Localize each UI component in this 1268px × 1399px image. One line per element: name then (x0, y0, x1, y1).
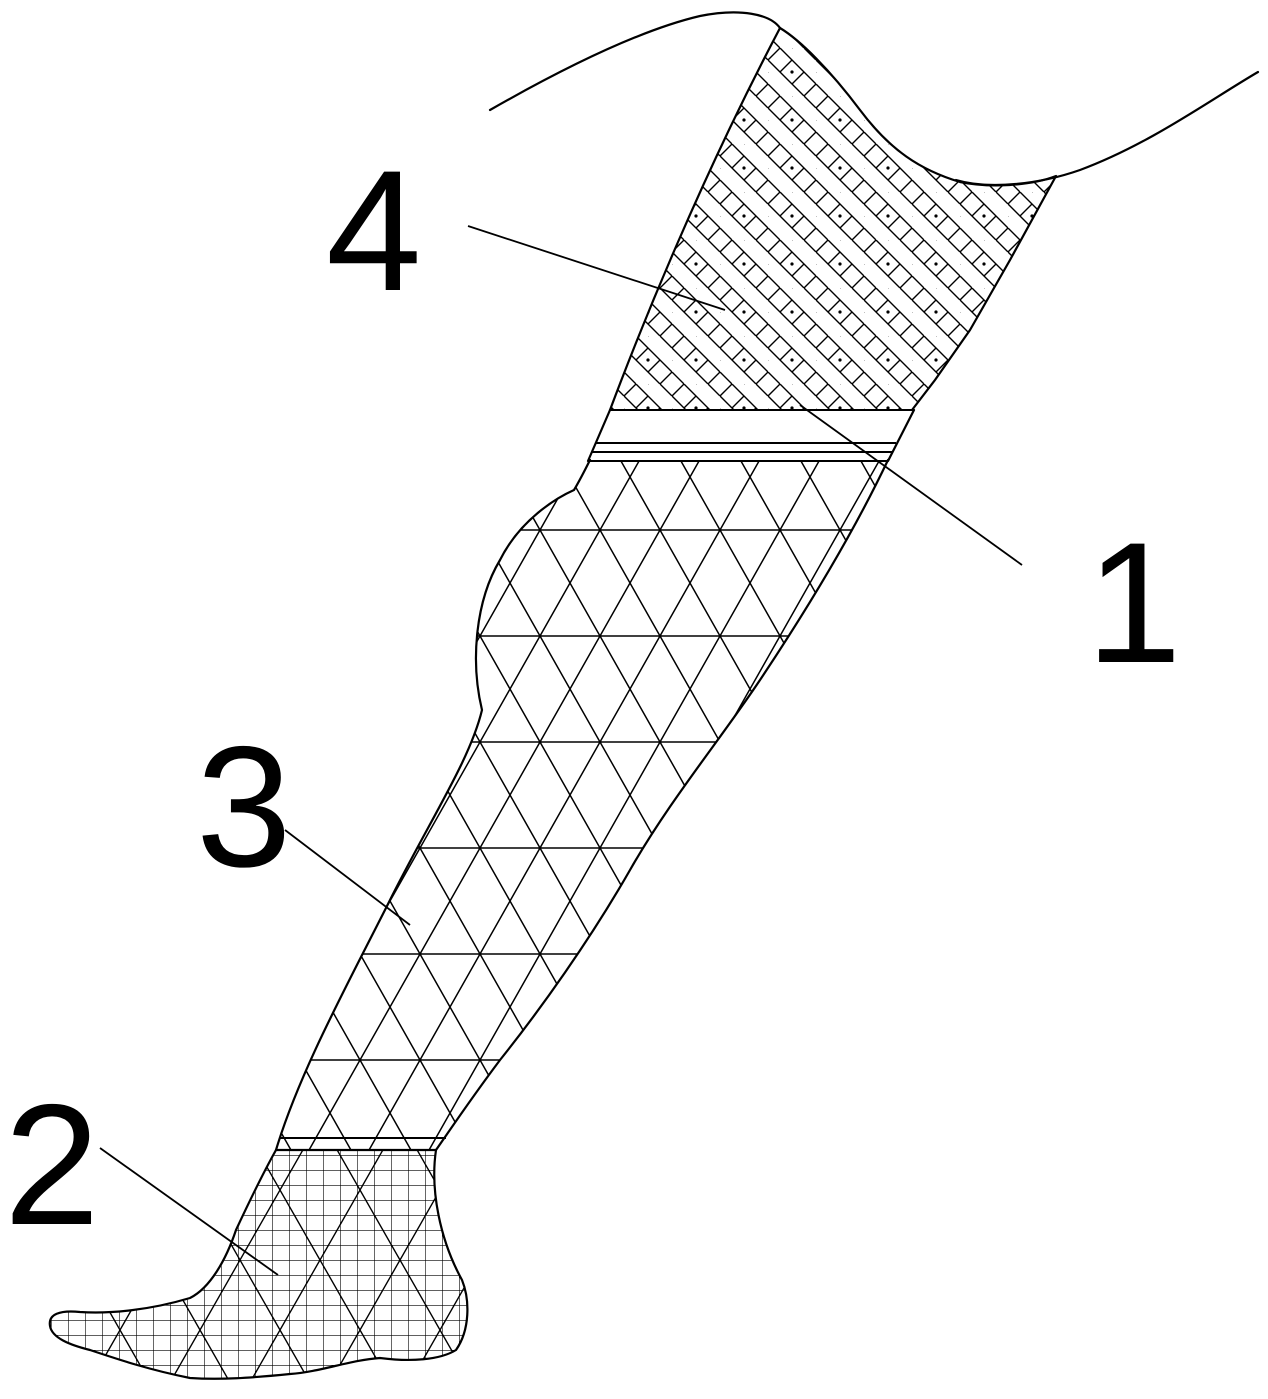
region-3-shin (260, 458, 900, 1158)
hip-contour-left (490, 12, 780, 110)
leader-line-3 (285, 830, 410, 925)
hip-contour-right (956, 72, 1258, 185)
region-1-band (588, 410, 914, 461)
label-2: 2 (4, 1069, 100, 1261)
label-1: 1 (1086, 507, 1182, 699)
region-4-thigh (560, 0, 1080, 420)
label-3: 3 (196, 711, 292, 903)
label-4: 4 (326, 135, 422, 327)
region-2-foot (40, 1140, 480, 1390)
